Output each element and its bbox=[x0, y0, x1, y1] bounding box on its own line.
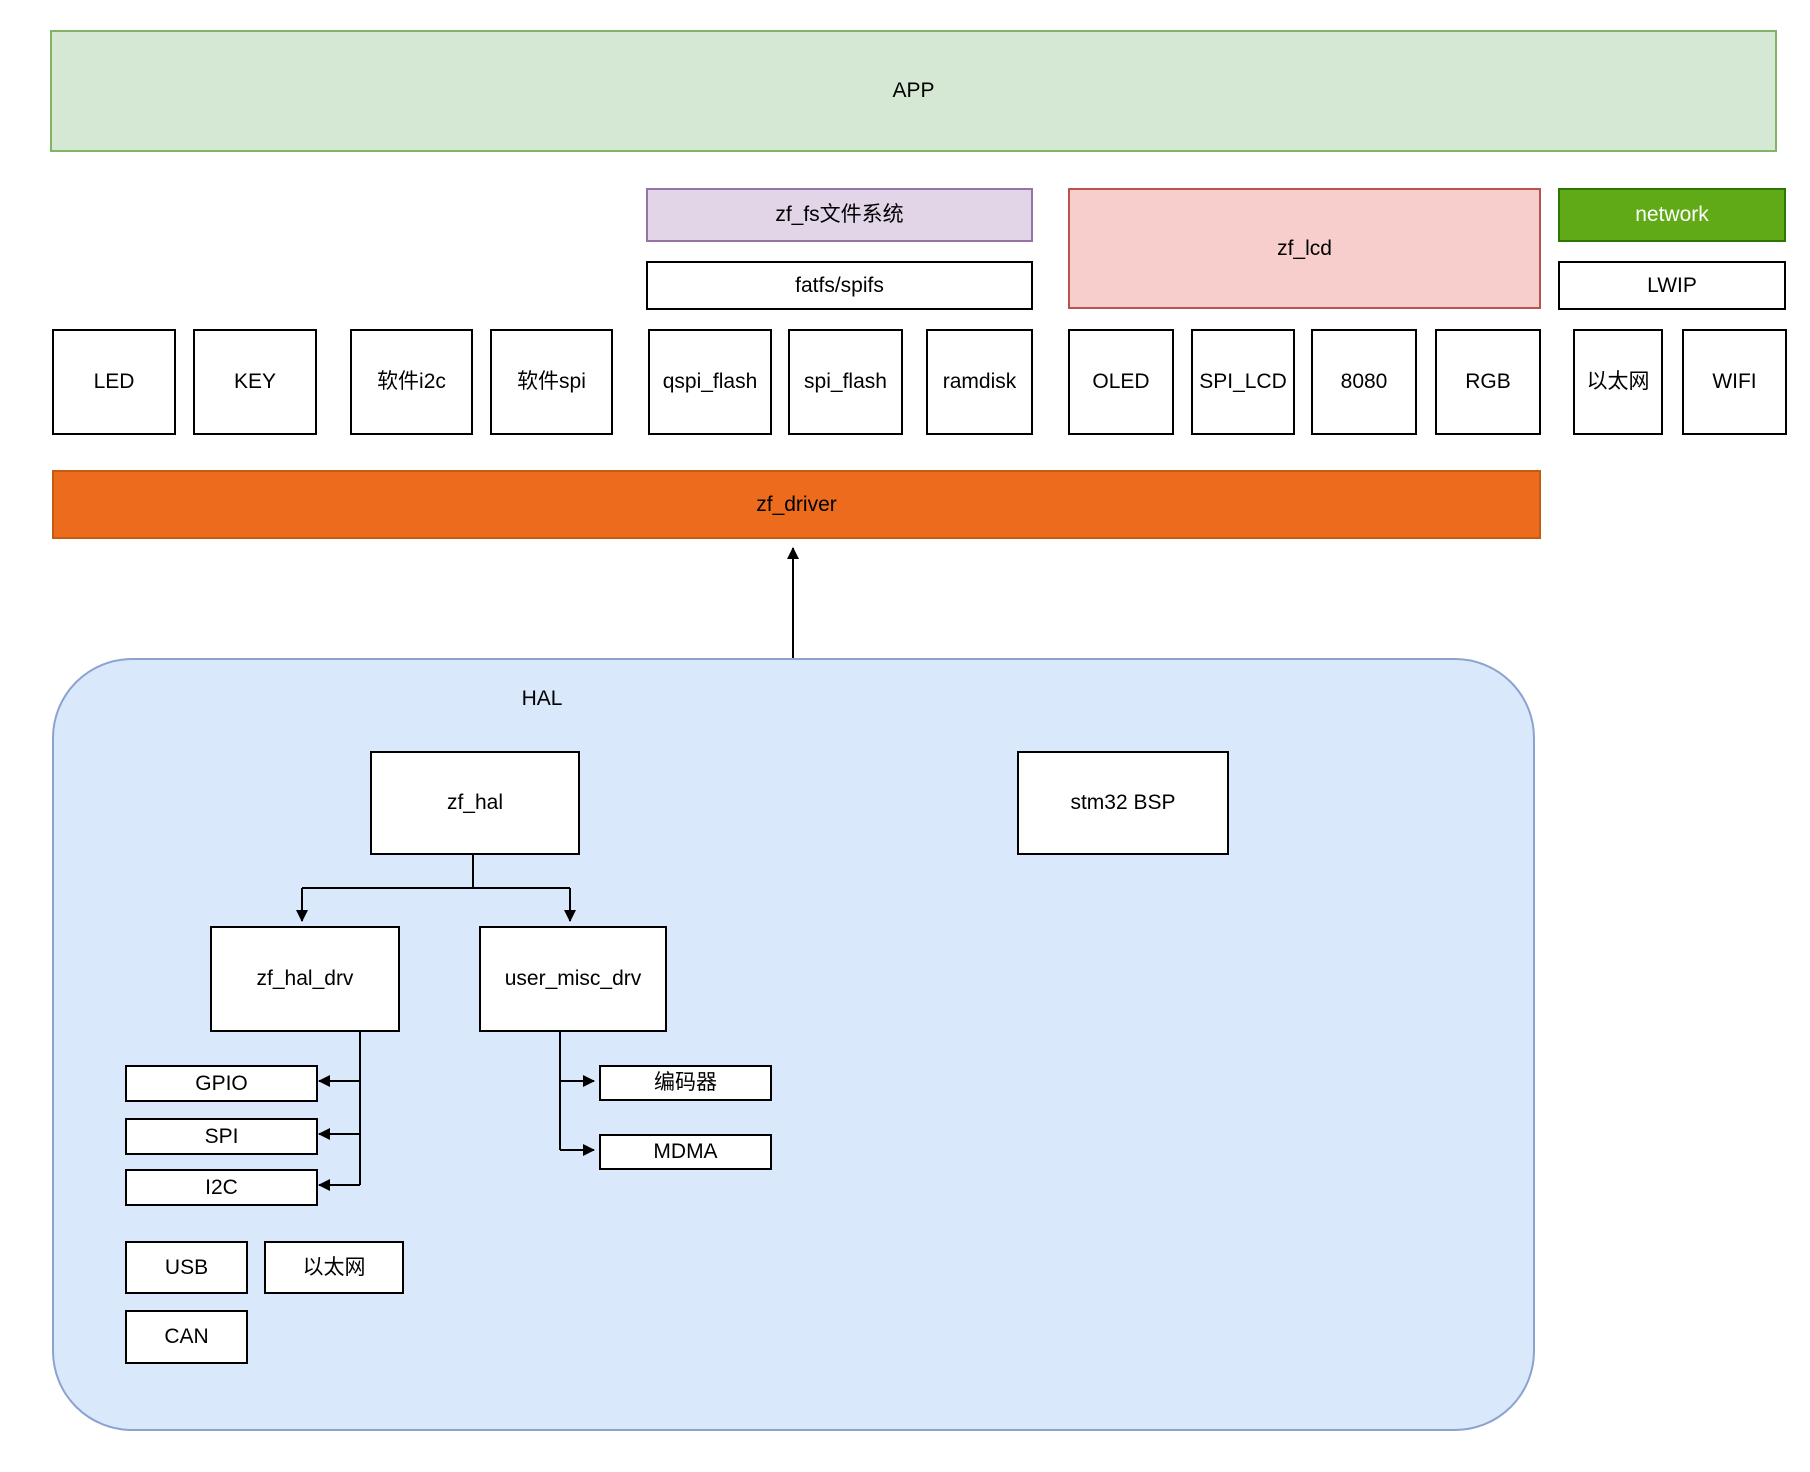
module-box-qspi-flash: qspi_flash bbox=[648, 329, 772, 435]
i2c-box: I2C bbox=[125, 1169, 318, 1206]
can-box: CAN bbox=[125, 1310, 248, 1364]
module-box-ethernet: 以太网 bbox=[1573, 329, 1663, 435]
hal-title: HAL bbox=[521, 687, 563, 710]
module-box-wifi: WIFI bbox=[1682, 329, 1787, 435]
fatfs-spifs-box: fatfs/spifs bbox=[646, 261, 1033, 310]
user-misc-drv-box: user_misc_drv bbox=[479, 926, 667, 1032]
mdma-box: MDMA bbox=[599, 1134, 772, 1170]
driver-layer-bar: zf_driver bbox=[52, 470, 1541, 539]
gpio-box: GPIO bbox=[125, 1065, 318, 1102]
module-box-ramdisk: ramdisk bbox=[926, 329, 1033, 435]
zf-hal-box: zf_hal bbox=[370, 751, 580, 855]
module-box-oled: OLED bbox=[1068, 329, 1174, 435]
zf-hal-drv-box: zf_hal_drv bbox=[210, 926, 400, 1032]
hal-ethernet-box: 以太网 bbox=[264, 1241, 404, 1294]
stm32-bsp-box: stm32 BSP bbox=[1017, 751, 1229, 855]
app-layer-box: APP bbox=[50, 30, 1777, 152]
module-box-rgb: RGB bbox=[1435, 329, 1541, 435]
module-box-led: LED bbox=[52, 329, 176, 435]
usb-box: USB bbox=[125, 1241, 248, 1294]
module-box-key: KEY bbox=[193, 329, 317, 435]
module-box-8080: 8080 bbox=[1311, 329, 1417, 435]
lcd-layer-box: zf_lcd bbox=[1068, 188, 1541, 309]
spi-box: SPI bbox=[125, 1118, 318, 1155]
encoder-box: 编码器 bbox=[599, 1065, 772, 1101]
fs-layer-box: zf_fs文件系统 bbox=[646, 188, 1033, 242]
hal-container: HAL zf_hal stm32 BSP zf_hal_drv user_mis… bbox=[52, 658, 1535, 1431]
network-layer-box: network bbox=[1558, 188, 1786, 242]
lwip-box: LWIP bbox=[1558, 261, 1786, 310]
module-box-spi-lcd: SPI_LCD bbox=[1191, 329, 1295, 435]
module-box-soft-spi: 软件spi bbox=[490, 329, 613, 435]
module-box-spi-flash: spi_flash bbox=[788, 329, 903, 435]
module-box-soft-i2c: 软件i2c bbox=[350, 329, 473, 435]
